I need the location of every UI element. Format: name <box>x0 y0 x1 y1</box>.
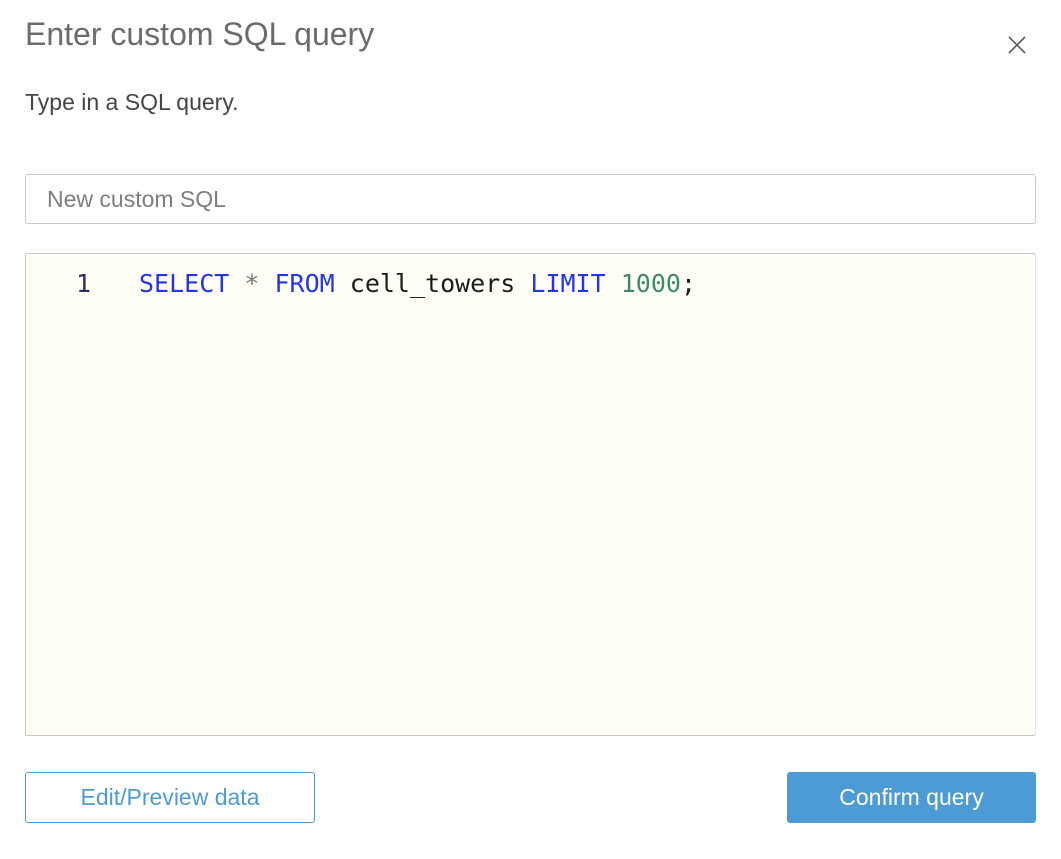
custom-sql-name-input[interactable] <box>25 174 1036 224</box>
close-icon <box>1005 33 1029 60</box>
dialog-title: Enter custom SQL query <box>25 16 375 52</box>
code-text: SELECT * FROM cell_towers LIMIT 1000; <box>139 269 696 298</box>
line-number: 1 <box>75 269 91 298</box>
custom-sql-dialog: Enter custom SQL query Type in a SQL que… <box>0 14 1061 859</box>
dialog-footer: Edit/Preview data Confirm query <box>25 772 1036 823</box>
edit-preview-data-button[interactable]: Edit/Preview data <box>25 772 315 823</box>
code-lines: 1 SELECT * FROM cell_towers LIMIT 1000; <box>26 266 1035 302</box>
code-line[interactable]: 1 SELECT * FROM cell_towers LIMIT 1000; <box>26 266 1035 302</box>
confirm-query-button[interactable]: Confirm query <box>787 772 1036 823</box>
sql-editor[interactable]: 1 SELECT * FROM cell_towers LIMIT 1000; <box>25 253 1036 736</box>
close-button[interactable] <box>1003 32 1031 60</box>
dialog-subtitle: Type in a SQL query. <box>25 89 239 115</box>
